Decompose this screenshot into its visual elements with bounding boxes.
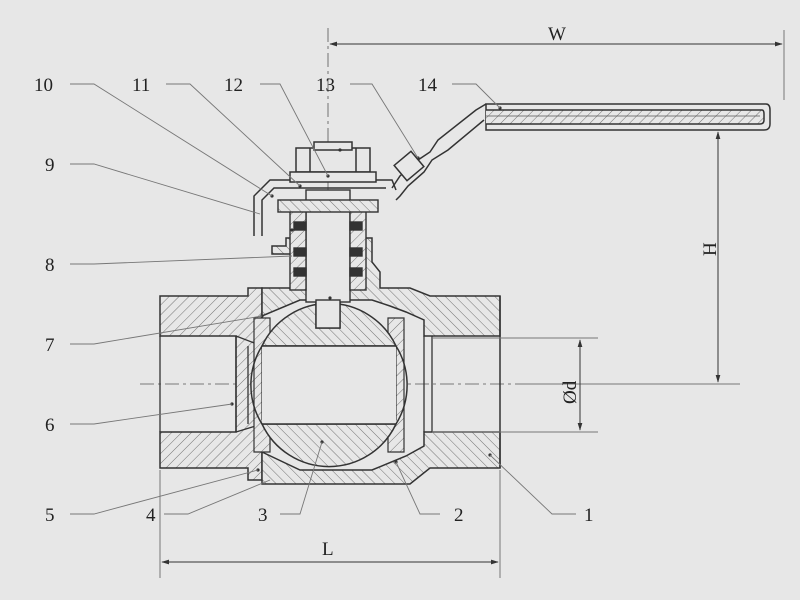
- part-label-1: 1: [584, 505, 594, 526]
- ball: [250, 299, 408, 468]
- dimension-h-label: H: [700, 242, 721, 256]
- dimension-w: [329, 30, 785, 100]
- part-label-2: 2: [454, 505, 464, 526]
- nut: [289, 141, 377, 183]
- part-label-14: 14: [418, 75, 438, 96]
- dimension-h: [520, 131, 740, 385]
- dimension-l-label: L: [322, 539, 334, 560]
- part-label-8: 8: [45, 255, 55, 276]
- dimension-w-label: W: [548, 24, 566, 45]
- part-label-7: 7: [45, 335, 55, 356]
- part-label-10: 10: [34, 75, 53, 96]
- part-label-4: 4: [146, 505, 156, 526]
- part-label-6: 6: [45, 415, 55, 436]
- part-label-11: 11: [132, 75, 150, 96]
- leader-lines: [70, 83, 576, 515]
- part-label-5: 5: [45, 505, 55, 526]
- stem: [277, 189, 379, 329]
- part-label-3: 3: [258, 505, 268, 526]
- dimension-bore: [432, 337, 598, 433]
- part-labels: 10 11 12 13 14 9 8 7 6 5 4 3 2 1: [34, 75, 594, 526]
- handle: [391, 103, 771, 201]
- dimension-bore-label: Ød: [560, 380, 581, 404]
- part-label-13: 13: [316, 75, 335, 96]
- dimension-l: [159, 470, 501, 578]
- part-label-12: 12: [224, 75, 243, 96]
- part-label-9: 9: [45, 155, 55, 176]
